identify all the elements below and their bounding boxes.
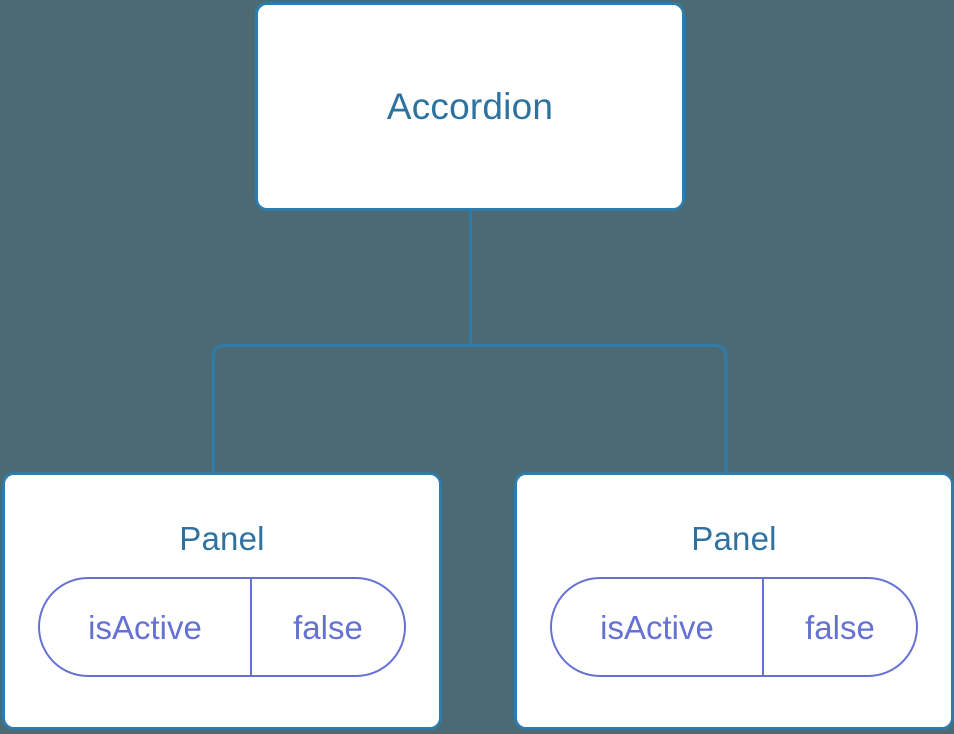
node-panel-1[interactable]: Panel isActive false <box>2 472 442 730</box>
state-badge-panel-1-value: false <box>293 608 363 646</box>
node-accordion-title: Accordion <box>386 86 554 127</box>
state-badge-panel-2-key: isActive <box>552 579 764 675</box>
state-badge-panel-1-key: isActive <box>40 579 252 675</box>
state-badge-panel-2[interactable]: isActive false <box>550 577 918 677</box>
state-badge-panel-2-value: false <box>805 608 875 646</box>
node-panel-1-title: Panel <box>179 520 265 557</box>
state-badge-panel-1[interactable]: isActive false <box>38 577 406 677</box>
node-panel-2-title: Panel <box>691 520 777 557</box>
node-accordion[interactable]: Accordion <box>255 2 685 211</box>
node-panel-2[interactable]: Panel isActive false <box>514 472 954 730</box>
connector-branch-bus <box>212 344 728 472</box>
